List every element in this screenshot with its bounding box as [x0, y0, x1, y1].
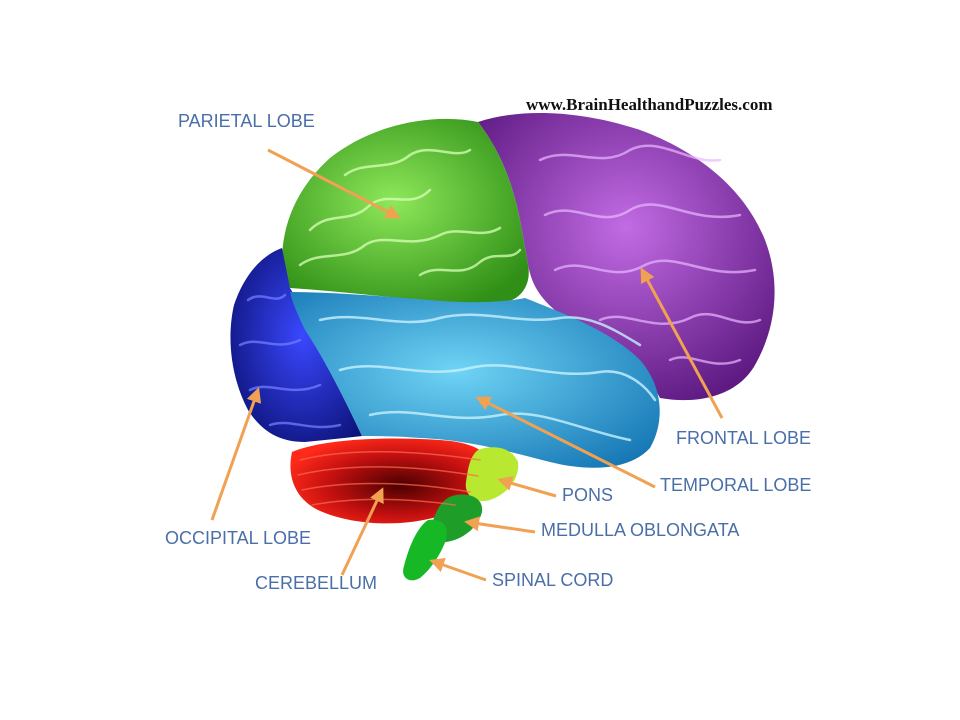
- website-watermark: www.BrainHealthandPuzzles.com: [526, 95, 773, 114]
- cerebellum-region: [290, 438, 490, 524]
- arrow-temporal: [475, 396, 656, 489]
- arrow-pons: [497, 476, 557, 498]
- temporal-folds: [318, 313, 657, 442]
- label-occipital-lobe: OCCIPITAL LOBE: [165, 528, 311, 548]
- arrow-occipital: [210, 387, 262, 521]
- arrow-cerebellum: [340, 487, 384, 576]
- arrow-medulla: [464, 516, 536, 534]
- pointer-arrows: [210, 148, 724, 582]
- label-spinal-cord: SPINAL CORD: [492, 570, 613, 590]
- brain-illustration: [230, 112, 775, 581]
- arrow-spinal-cord: [429, 557, 487, 582]
- pons-region: [465, 447, 519, 502]
- spinal-cord-region: [403, 519, 447, 581]
- arrow-frontal: [640, 267, 724, 419]
- label-pons: PONS: [562, 485, 613, 505]
- parietal-lobe-region: [282, 118, 529, 303]
- arrow-parietal: [267, 148, 401, 219]
- label-cerebellum: CEREBELLUM: [255, 573, 377, 593]
- label-temporal-lobe: TEMPORAL LOBE: [660, 475, 811, 495]
- frontal-folds: [538, 144, 762, 365]
- parietal-folds: [298, 148, 522, 277]
- label-medulla-oblongata: MEDULLA OBLONGATA: [541, 520, 739, 540]
- label-parietal-lobe: PARIETAL LOBE: [178, 111, 315, 131]
- frontal-lobe-region: [478, 112, 775, 401]
- label-frontal-lobe: FRONTAL LOBE: [676, 428, 811, 448]
